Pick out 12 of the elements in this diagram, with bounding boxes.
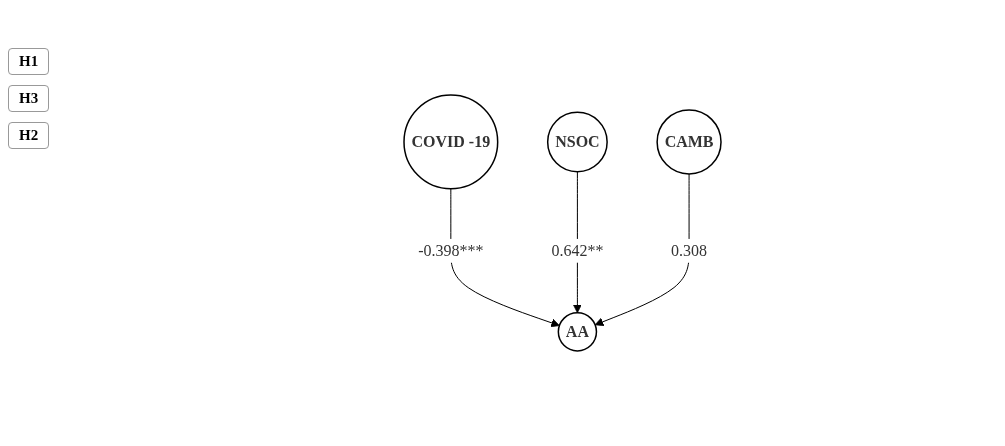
arrow <box>594 173 690 327</box>
node-circle: COVID -19 <box>403 94 499 190</box>
node-circle: CAMB <box>656 109 722 175</box>
node-circle: NSOC <box>546 111 608 173</box>
hypothesis-label: H2 <box>8 122 50 149</box>
node-circle: AA <box>557 312 598 352</box>
edge-label: 0.642** <box>551 241 604 259</box>
arrow <box>450 188 560 328</box>
edge-label: -0.398*** <box>418 241 484 259</box>
hypothesis-label: H3 <box>8 85 50 112</box>
hypothesis-label: H1 <box>8 48 50 75</box>
edge-label: 0.308 <box>671 241 708 259</box>
